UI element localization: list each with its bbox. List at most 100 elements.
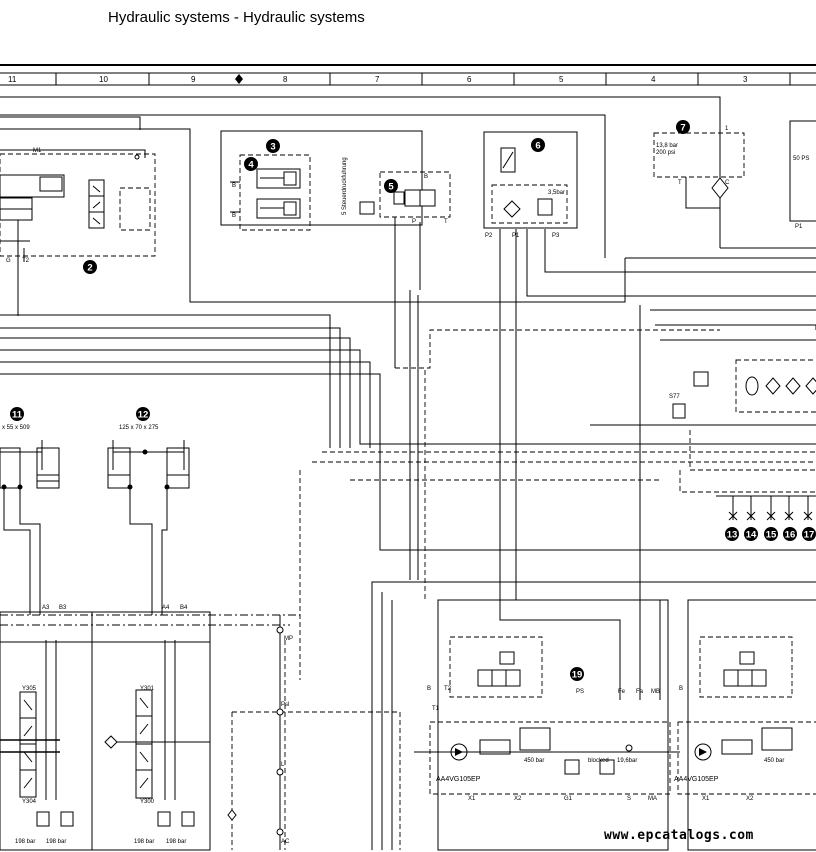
- callout-3-badge: [266, 139, 280, 153]
- callout-5-badge: [384, 179, 398, 193]
- callout-7-badge: [676, 120, 690, 134]
- port-label-t7: T: [678, 180, 682, 186]
- solenoid-y305: Y305: [22, 686, 37, 692]
- valve-5-note: 5 Steuerdruckfuhrung: [342, 157, 348, 215]
- port-label-b-bottom: B: [232, 213, 236, 219]
- port-label-mp: MP: [284, 636, 293, 642]
- callout-7-label: 7: [680, 123, 685, 134]
- relief-198-c: 198 bar: [134, 839, 154, 845]
- relief-198-b: 198 bar: [46, 839, 66, 845]
- relief-198-a: 198 bar: [15, 839, 35, 845]
- port-label-l: L: [281, 762, 285, 768]
- callout-16-badge: [783, 527, 797, 541]
- callout-13-label: 13: [727, 530, 738, 541]
- port-label-p1: P1: [512, 233, 520, 239]
- port-label-p5: P: [412, 219, 416, 225]
- ruler-cell-10: 10: [99, 75, 108, 84]
- pump-model-left: AA4VG105EP: [436, 776, 481, 783]
- solenoid-y300: Y300: [140, 799, 155, 805]
- ruler-cell-6: 6: [467, 75, 472, 84]
- callout-4-label: 4: [248, 160, 254, 171]
- ruler-cell-11: 11: [8, 75, 17, 84]
- edge-label-p1: P1: [795, 224, 803, 230]
- port-label-x1-left: X1: [468, 796, 476, 802]
- callout-2-label: 2: [87, 263, 92, 274]
- cylinder-11: 11 x 55 x 509: [0, 407, 60, 615]
- port-label-b-right: B: [679, 686, 683, 692]
- solenoid-valve-5: 5 B P T 5 Steuerdruckfuhrung: [342, 131, 451, 368]
- callout-12-label: 12: [138, 410, 149, 421]
- ruler-cell-9: 9: [191, 75, 196, 84]
- callout-17-badge: [802, 527, 816, 541]
- callout-6-badge: [531, 138, 545, 152]
- pressure-psi-7: 200 psi: [656, 150, 675, 156]
- callout-3-label: 3: [270, 142, 275, 153]
- pump-module-right: B 450 bar AA4VG105EP X1 X2: [674, 599, 816, 851]
- valve-block-2: M1 G T2 2: [0, 148, 156, 316]
- port-label-x2-right: X2: [746, 796, 754, 802]
- test-ports: MP Psl L AC: [227, 615, 293, 850]
- valve-bank-left: A3 B3 A4 B4 Y305 Y304 198 bar 198 bar Y3…: [0, 605, 211, 851]
- ruler-marker-icon: [235, 74, 243, 84]
- sensor-label-s77: S77: [669, 394, 680, 400]
- relief-198-d: 198 bar: [166, 839, 186, 845]
- right-edge-block: 50 PS P1: [789, 120, 816, 230]
- callout-19-badge: [570, 667, 584, 681]
- ruler-cell-3: 3: [743, 75, 748, 84]
- cylinder-12: 12 125 x 70 x 275: [107, 407, 190, 615]
- port-label-b-left: B: [427, 686, 431, 692]
- port-label-b-top: B: [232, 183, 236, 189]
- edge-label-50ps: 50 PS: [793, 156, 809, 162]
- watermark: www.epcatalogs.com: [604, 828, 754, 843]
- port-label-fa: Fa: [636, 689, 644, 695]
- callout-2-badge: [83, 260, 97, 274]
- callout-5-label: 5: [388, 182, 394, 193]
- switch-pressure-6: 3,5bar: [548, 190, 565, 196]
- port-label-x2-left: X2: [514, 796, 522, 802]
- grid-ruler: 11 10 9 8 7 6 5 4 3: [0, 64, 816, 86]
- port-label-m1: M1: [33, 148, 42, 154]
- callout-11-label: 11: [12, 410, 23, 421]
- port-label-b5: B: [424, 174, 428, 180]
- port-label-t5: T: [444, 219, 448, 225]
- callout-16-label: 16: [785, 530, 796, 541]
- callout-12-badge: [136, 407, 150, 421]
- cylinder-12-size: 125 x 70 x 275: [119, 425, 159, 431]
- page-title: Hydraulic systems - Hydraulic systems: [108, 9, 365, 26]
- callout-14-badge: [744, 527, 758, 541]
- port-label-psl: Psl: [281, 702, 289, 708]
- callout-6-label: 6: [535, 141, 540, 152]
- cylinder-11-size: x 55 x 509: [2, 425, 30, 431]
- relief-450-a: 450 bar: [524, 758, 544, 764]
- port-label-a4: A4: [162, 605, 170, 611]
- pressure-switch-7: 7 13,8 bar 200 psi T C 1: [653, 120, 745, 209]
- port-label-l7: 1: [725, 126, 729, 132]
- port-label-t1: T1: [432, 706, 440, 712]
- solenoid-y304: Y304: [22, 799, 37, 805]
- callout-13-badge: [725, 527, 739, 541]
- ruler-cell-7: 7: [375, 75, 380, 84]
- valve-blocked: blocked: [588, 758, 609, 764]
- port-label-g1: G1: [564, 796, 573, 802]
- port-label-fe: Fe: [618, 689, 626, 695]
- port-label-b4: B4: [180, 605, 188, 611]
- pump-model-right: AA4VG105EP: [674, 776, 719, 783]
- callout-19-label: 19: [572, 670, 583, 681]
- callout-15-badge: [764, 527, 778, 541]
- port-label-ma: MA: [648, 796, 657, 802]
- hose-connectors: 13 14 15 16 17: [716, 495, 816, 541]
- cylinder-block-3: B B 3 4: [220, 130, 423, 231]
- pressure-bar-7: 13,8 bar: [656, 143, 678, 149]
- ruler-cell-8: 8: [283, 75, 288, 84]
- port-label-x1-right: X1: [702, 796, 710, 802]
- callout-15-label: 15: [766, 530, 777, 541]
- callout-4-badge: [244, 157, 258, 171]
- ruler-cell-5: 5: [559, 75, 564, 84]
- pump-module-19: 19 B T2 T1 PS Fe Fa MB 450 bar blocked 1…: [414, 599, 680, 851]
- callout-14-label: 14: [746, 530, 757, 541]
- port-label-ps: PS: [576, 689, 584, 695]
- filter-unit-6: 6 3,5bar P2 P1 P3: [483, 131, 578, 239]
- relief-450-b: 450 bar: [764, 758, 784, 764]
- filter-bank: S77: [669, 359, 816, 419]
